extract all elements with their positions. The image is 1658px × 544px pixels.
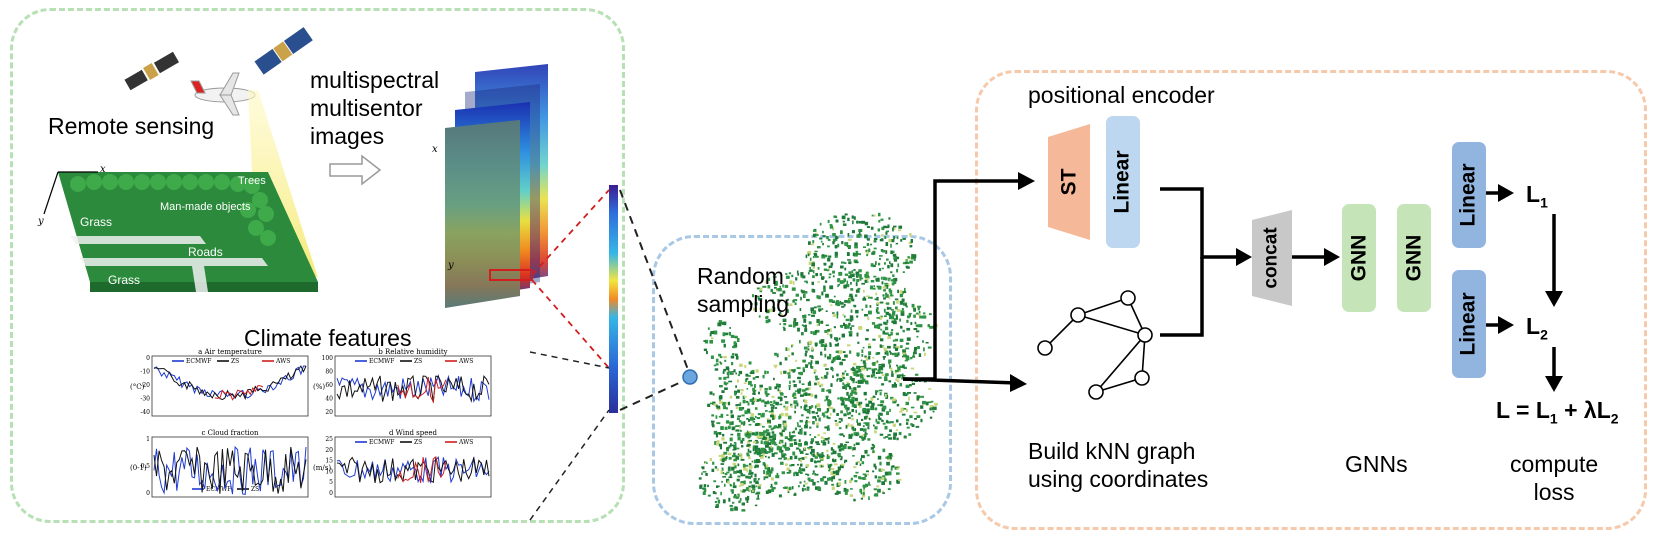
spectrum-bar (609, 185, 618, 413)
multispectral-label: multispectral multisentor images (310, 67, 440, 149)
loss-l2: L2 (1526, 313, 1548, 343)
arrow-heads (1010, 172, 1563, 392)
climate-panel-title: a Air temperature (198, 348, 262, 356)
linear-block-top: Linear (1106, 116, 1140, 248)
linear-block-loss-1: Linear (1452, 142, 1486, 248)
sample-point-icon (682, 369, 698, 385)
climate-legend-entry: ECMWF (369, 358, 394, 365)
build-knn-label: Build kNN graph using coordinates (1028, 438, 1209, 492)
climate-panel-tick: 20 (325, 409, 333, 416)
remote-sensing-label: Remote sensing (48, 113, 215, 139)
landcover-label-man-made: Man-made objects (160, 201, 251, 213)
climate-legend-entry: AWS (275, 358, 290, 365)
climate-legend-entry: AWS (458, 358, 473, 365)
climate-panel: c Cloud fraction (0-1) 1 0.5 0 ECMWF ZS (130, 429, 309, 498)
positional-encoder-label: positional encoder (1028, 82, 1215, 108)
st-label: ST (1057, 168, 1080, 196)
climate-panel: a Air temperature (°C) 0 -10 -20 -30 -40 ECMWF Z… (130, 348, 309, 417)
satellite-icon (124, 51, 179, 91)
st-block (1048, 124, 1090, 240)
concat-label: concat (1261, 227, 1282, 289)
climate-panel-title: d Wind speed (389, 429, 438, 437)
climate-panel-tick: 80 (325, 369, 333, 376)
compute-loss-label: compute loss (1510, 451, 1599, 505)
random-sampling-label: Random sampling (697, 263, 790, 317)
climate-legend-entry: ECMWF (206, 486, 231, 493)
climate-panel-unit: (°C) (130, 383, 145, 391)
landcover-axis-y: y (37, 216, 44, 227)
climate-panel-unit: (0-1) (130, 464, 147, 472)
climate-panel-tick: -30 (140, 396, 150, 403)
climate-panel-tick: 0 (146, 355, 150, 362)
climate-panel-tick: 0 (329, 490, 333, 497)
landcover-illustration (43, 171, 318, 292)
climate-panel-tick: 25 (325, 436, 333, 443)
knn-graph-icon (1037, 290, 1153, 400)
climate-panel-tick: 0.5 (140, 463, 150, 470)
aircraft-icon (190, 72, 256, 116)
loss-l1: L1 (1526, 181, 1548, 211)
satellite-icon (254, 27, 313, 75)
climate-panel-tick: 60 (325, 382, 333, 389)
climate-panel-tick: -10 (140, 369, 150, 376)
gnn-block-2: GNN (1397, 204, 1431, 312)
climate-legend-entry: ECMWF (369, 439, 394, 446)
climate-panel-tick: -40 (140, 409, 150, 416)
model-region (975, 70, 1647, 530)
climate-panel-tick: -20 (140, 382, 150, 389)
gnn-block-1: GNN (1342, 204, 1376, 312)
climate-panel-unit: (m/s) (313, 464, 331, 472)
europe-map (698, 212, 938, 512)
hollow-arrow-icon (329, 154, 382, 186)
climate-legend-entry: ZS (414, 439, 422, 446)
climate-legend-entry: ZS (231, 358, 239, 365)
climate-panel-tick: 1 (146, 436, 150, 443)
climate-panel-unit: (%) (313, 383, 325, 391)
climate-panel-tick: 5 (329, 479, 333, 486)
climate-panel: d Wind speed (m/s) 25 20 15 10 5 0 ECMWF ZS AWS (313, 429, 492, 498)
climate-legend-entry: ZS (414, 358, 422, 365)
stack-axis-y: y (447, 260, 454, 271)
climate-panel-title: c Cloud fraction (202, 429, 259, 437)
landcover-label-roads: Roads (188, 245, 223, 259)
landcover-axis-x: x (100, 164, 106, 175)
concat-block (1252, 210, 1292, 306)
stack-axis-x: x (432, 144, 438, 155)
data-sources-region (10, 8, 625, 523)
climate-panel-tick: 100 (322, 355, 334, 362)
landcover-label-trees: Trees (238, 175, 266, 187)
landcover-label-grass-2: Grass (108, 273, 140, 287)
climate-legend-entry: AWS (458, 439, 473, 446)
climate-panel-tick: 15 (325, 458, 333, 465)
loss-total: L = L1 + λL2 (1496, 397, 1619, 427)
climate-features-label: Climate features (244, 325, 412, 351)
climate-legend-entry: ECMWF (186, 358, 211, 365)
gnns-label: GNNs (1345, 451, 1408, 477)
multispectral-image-stack (445, 64, 548, 308)
climate-panel-tick: 20 (325, 447, 333, 454)
climate-panel-tick: 40 (325, 396, 333, 403)
climate-panel-tick: 0 (146, 490, 150, 497)
linear-block-loss-2: Linear (1452, 270, 1486, 378)
climate-panel-title: b Relative humidity (378, 348, 447, 356)
landcover-label-grass: Grass (80, 215, 112, 229)
climate-panel: b Relative humidity (%) 100 80 60 40 20 ECMWF ZS… (313, 348, 492, 417)
climate-legend-entry: ZS (251, 486, 259, 493)
climate-panel-tick: 10 (325, 468, 333, 475)
